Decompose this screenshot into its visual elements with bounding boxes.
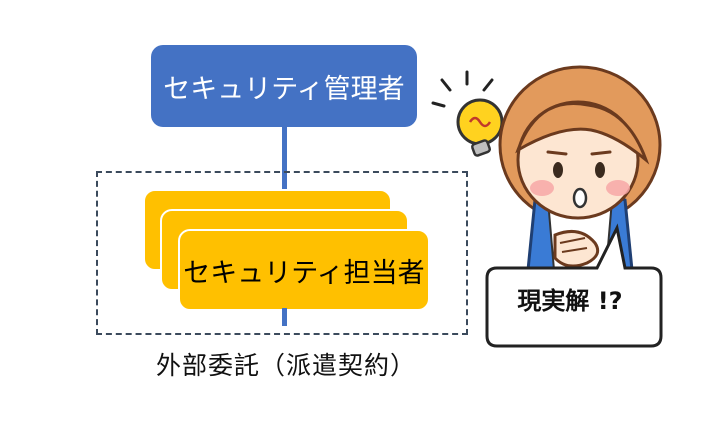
- outsourcing-group-border: [96, 171, 468, 335]
- light-bulb-icon: [431, 70, 504, 157]
- connector-line-bottom: [282, 308, 287, 326]
- security-staff-label: セキュリティ担当者: [183, 257, 425, 289]
- security-manager-label: セキュリティ管理者: [163, 73, 405, 105]
- speech-bubble-text: 現実解 !?: [517, 286, 623, 315]
- speech-bubble: [485, 223, 663, 348]
- outsourcing-caption: 外部委託（派遣契約）: [155, 351, 416, 380]
- security-manager-box: セキュリティ管理者: [151, 45, 417, 127]
- girl-illustration: [431, 65, 663, 348]
- connector-line-top: [282, 127, 287, 190]
- staff-card-front: セキュリティ担当者: [178, 229, 430, 311]
